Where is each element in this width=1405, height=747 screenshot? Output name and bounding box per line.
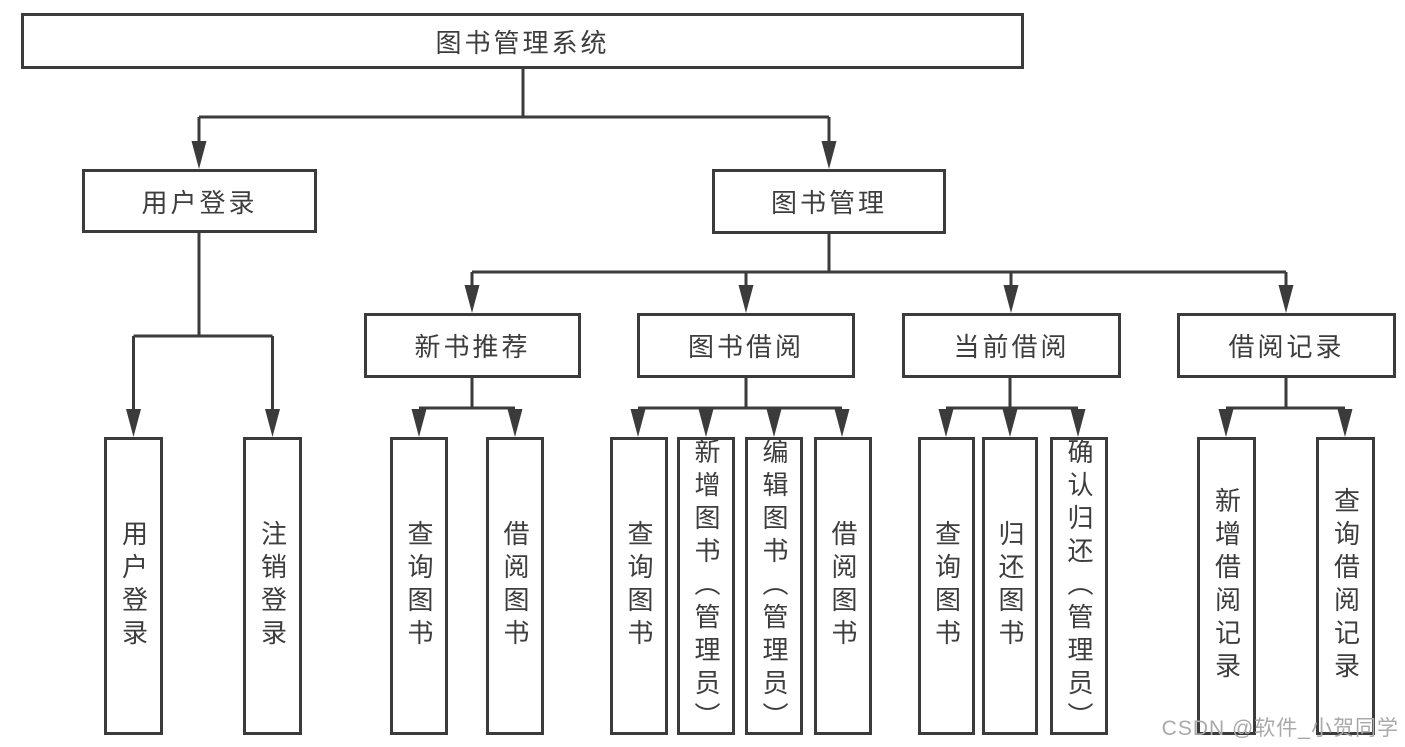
node-label: 注销登录 [257, 520, 288, 652]
node-borrowing-records: 借阅记录 [1177, 313, 1396, 378]
leaf-confirm-return-admin: 确认归还（管理员） [1050, 437, 1108, 735]
node-label: 借阅图书 [500, 520, 530, 652]
node-label: 借阅记录 [1228, 332, 1345, 362]
node-label: 查询借阅记录 [1330, 487, 1361, 685]
node-book-borrowing: 图书借阅 [637, 313, 855, 378]
node-current-borrowing: 当前借阅 [902, 313, 1121, 378]
leaf-borrow-books-recommend: 借阅图书 [486, 437, 544, 735]
leaf-user-login: 用户登录 [104, 437, 163, 735]
node-label: 当前借阅 [953, 332, 1070, 362]
leaf-query-books-recommend: 查询图书 [390, 437, 448, 735]
node-label: 图书管理 [770, 188, 887, 218]
node-label: 查询图书 [404, 520, 434, 652]
leaf-query-books-current: 查询图书 [918, 437, 975, 735]
node-label: 新增借阅记录 [1211, 487, 1242, 685]
node-label: 归还图书 [995, 520, 1025, 652]
node-label: 用户登录 [118, 520, 149, 652]
leaf-query-borrow-record: 查询借阅记录 [1316, 437, 1375, 735]
node-label: 借阅图书 [828, 520, 858, 652]
node-label: 图书管理系统 [435, 27, 610, 58]
node-label: 新增图书（管理员） [691, 437, 721, 735]
csdn-watermark: CSDN @软件_小贺同学 [1161, 717, 1399, 740]
leaf-query-books-borrow: 查询图书 [610, 437, 668, 735]
leaf-logout-login: 注销登录 [243, 437, 302, 735]
leaf-edit-books-admin: 编辑图书（管理员） [745, 437, 803, 735]
node-label: 新书推荐 [414, 332, 531, 362]
arrowhead-icons [126, 141, 1353, 437]
leaf-add-books-admin: 新增图书（管理员） [677, 437, 735, 735]
connector-paths [132, 69, 1345, 413]
leaf-return-books: 归还图书 [982, 437, 1038, 735]
node-book-management: 图书管理 [712, 169, 946, 234]
node-label: 用户登录 [141, 187, 258, 218]
leaf-add-borrow-record: 新增借阅记录 [1197, 437, 1256, 735]
node-label: 编辑图书（管理员） [759, 437, 789, 735]
node-label: 查询图书 [624, 520, 654, 652]
node-library-management-system: 图书管理系统 [21, 13, 1024, 69]
node-user-login: 用户登录 [82, 169, 317, 233]
node-label: 图书借阅 [687, 332, 804, 362]
node-label: 确认归还（管理员） [1064, 437, 1094, 735]
node-new-book-recommendation: 新书推荐 [364, 313, 581, 378]
leaf-borrow-books: 借阅图书 [814, 437, 872, 735]
node-label: 查询图书 [931, 520, 962, 652]
